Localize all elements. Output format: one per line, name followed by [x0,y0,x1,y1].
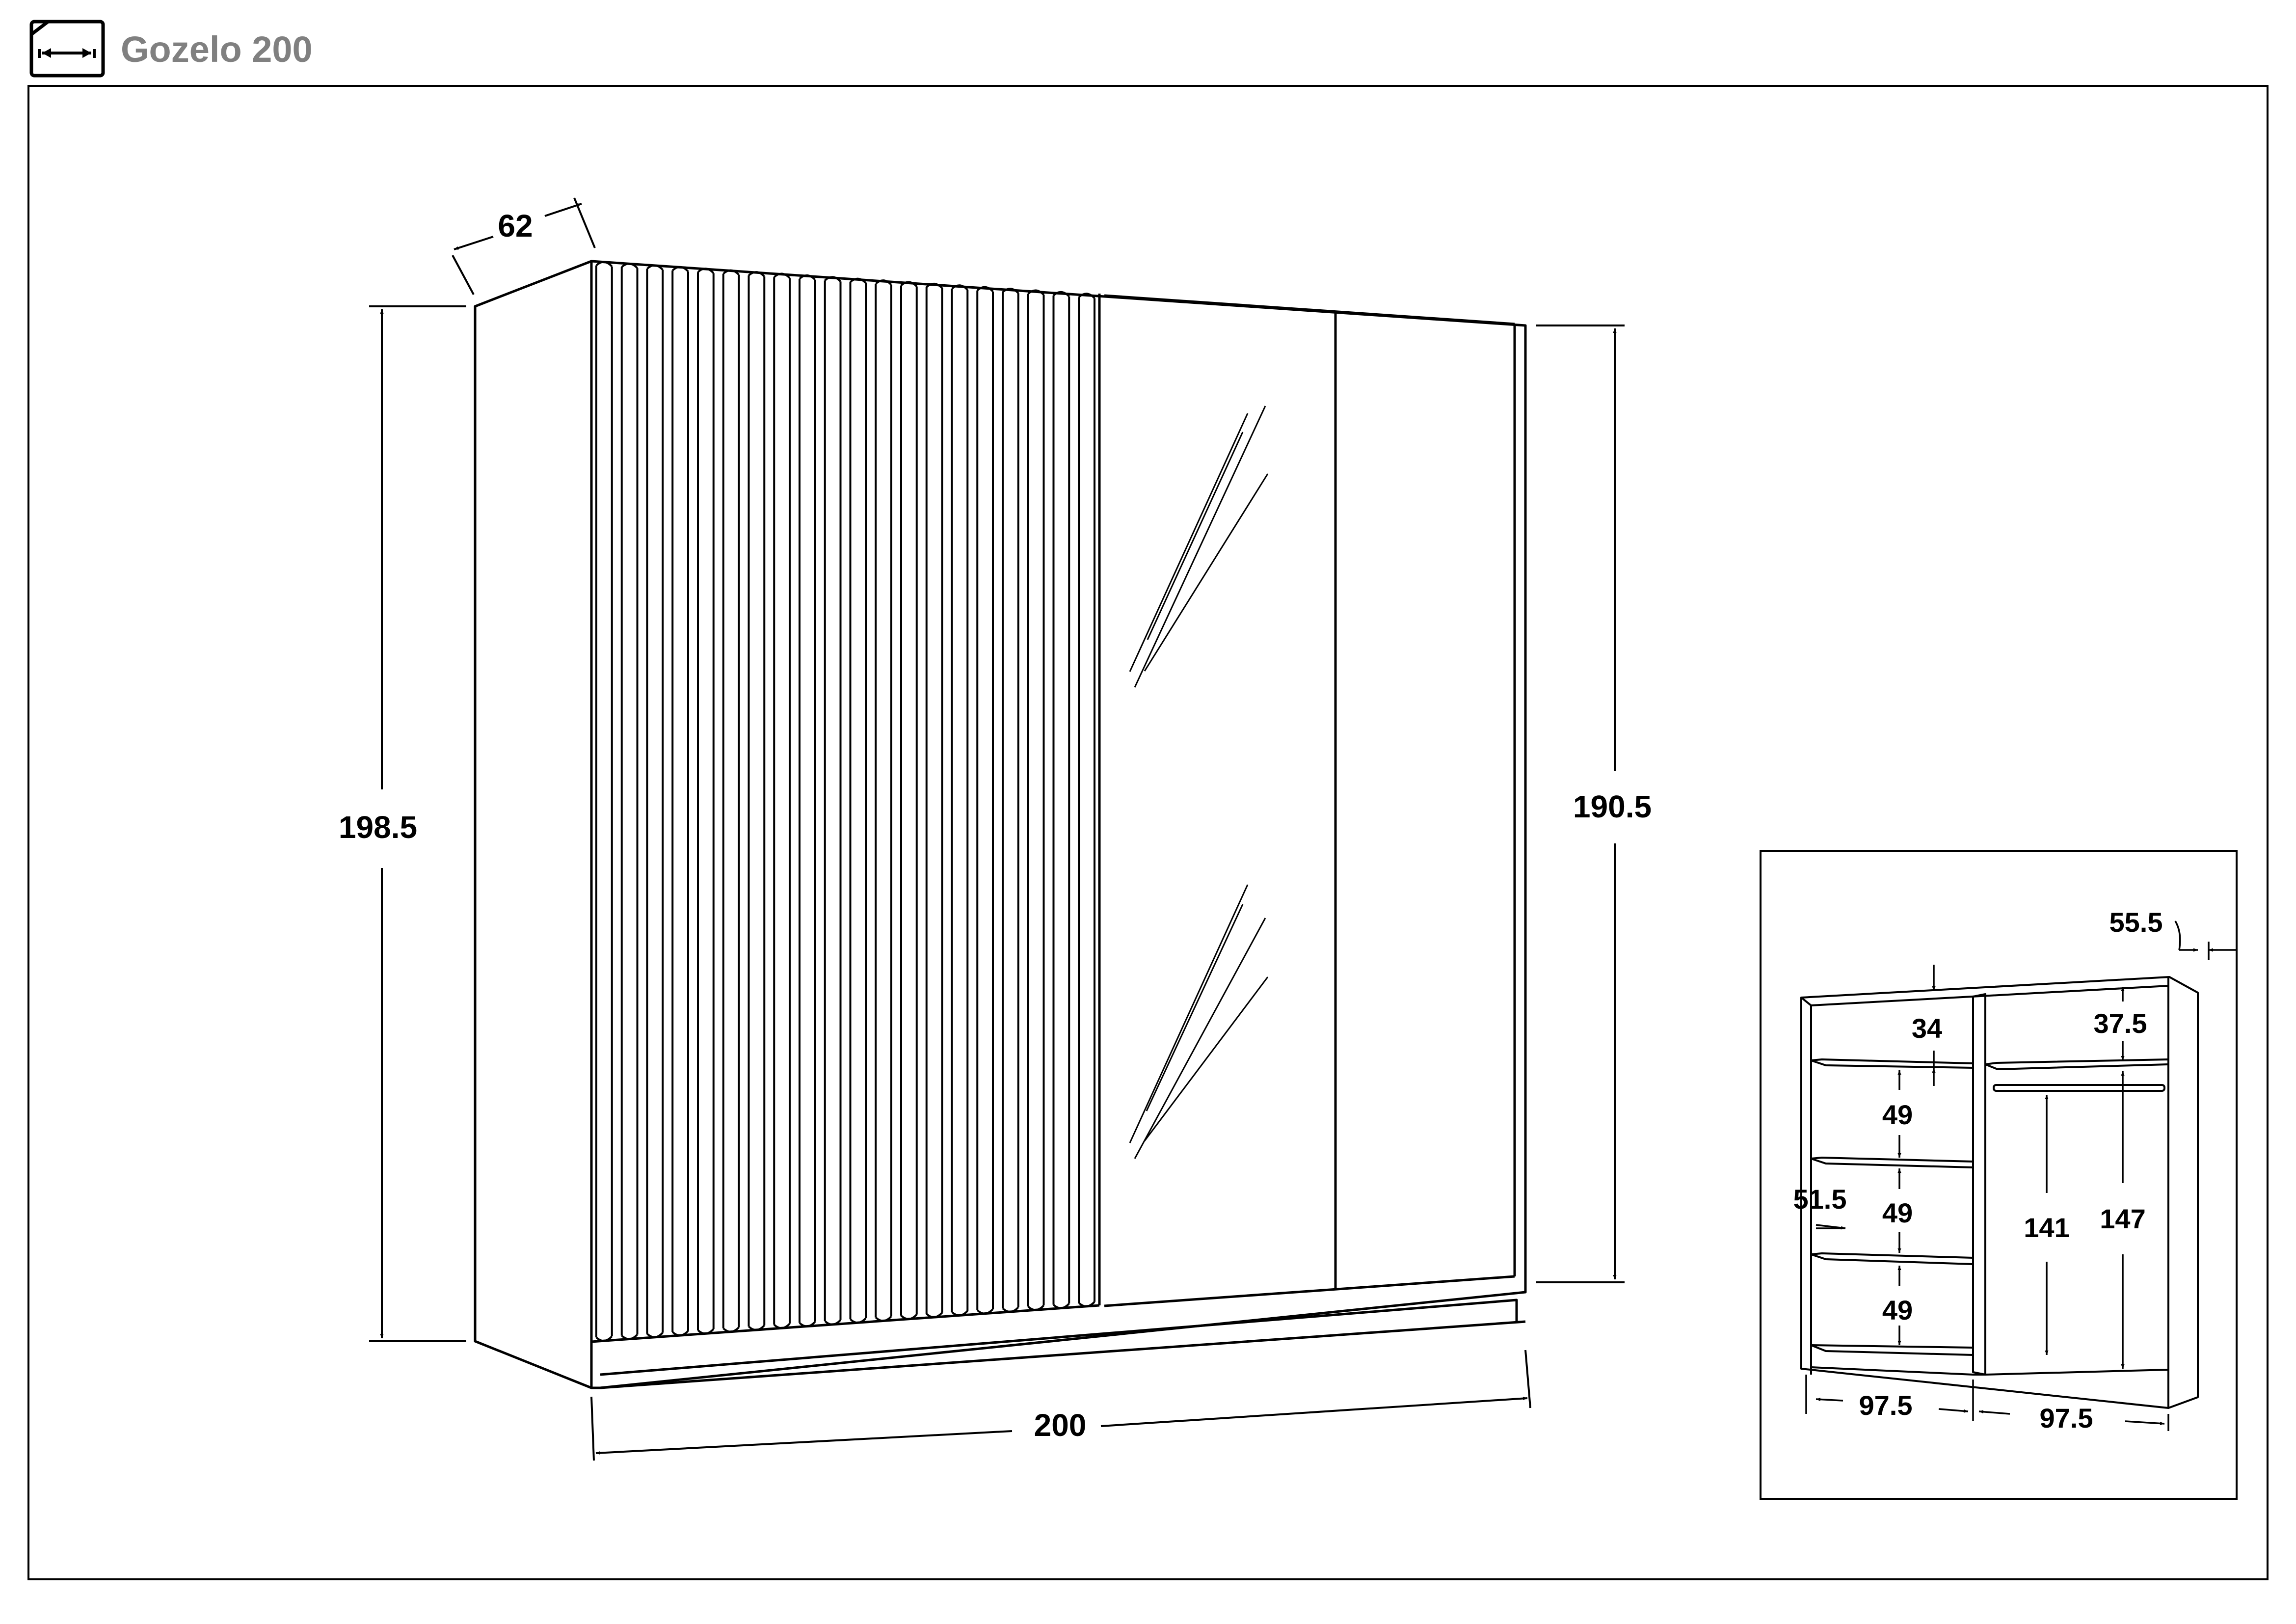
hanging-inner-label: 141 [2024,1212,2069,1243]
header: Gozelo 200 [29,20,313,78]
flute-cap [722,269,740,276]
left-top-shelf-label: 34 [1912,1013,1942,1044]
flute-cap [951,284,968,291]
flute-cap [850,277,867,284]
main-frame [27,85,2269,1580]
fluted-door [595,261,1095,1342]
flute-cap [900,281,918,287]
flute-cap [595,261,613,268]
dimension-arrows-icon [29,20,105,78]
wardrobe-side-panel [474,260,593,1389]
fluted-door-bottom-edge [591,1304,1100,1343]
flute-cap [1053,291,1070,298]
flute-cap [621,263,638,269]
main-dimensions [369,197,1625,1461]
sliding-doors-top [1104,294,1515,325]
flute-cap [1078,293,1095,299]
wardrobe-interior-view [1800,976,2199,1409]
flute-cap [748,271,765,277]
hanging-total-label: 147 [2100,1203,2145,1234]
door-height-label: 190.5 [1573,789,1652,824]
left-shelf-1-label: 49 [1882,1099,1913,1130]
flute-cap [1027,289,1044,296]
page-title: Gozelo 200 [121,29,313,70]
sliding-doors-bottom [1104,1275,1515,1307]
left-width-label: 97.5 [1859,1390,1913,1421]
wardrobe-main-view [474,260,1527,1389]
flute-cap [926,282,943,289]
flute-cap [976,286,994,293]
wardrobe-base-front [600,1320,1526,1389]
width-label: 200 [1034,1407,1087,1443]
flute-cap [697,268,715,274]
left-shelf-2-label: 49 [1882,1197,1913,1228]
mirror-reflection-icon [1129,406,1269,1159]
right-width-label: 97.5 [2040,1403,2093,1434]
wardrobe-front [590,260,1527,1389]
flute-cap [646,264,664,271]
flute-cap [799,274,816,281]
left-shelf-3-label: 49 [1882,1295,1913,1326]
flute-cap [1002,288,1019,294]
depth-label: 62 [498,208,533,244]
inset-frame [1760,850,2238,1500]
inset-dimensions [1805,920,2236,1431]
total-height-label: 198.5 [339,810,417,845]
flute-cap [773,272,791,279]
flute-cap [824,276,841,282]
right-top-shelf-label: 37.5 [2094,1008,2147,1039]
inset-dimension-labels: 55.5 34 37.5 49 49 49 51.5 141 147 97.5 … [1793,907,2163,1434]
flute-cap [671,266,689,272]
wardrobe-plinth [600,1299,1518,1376]
shelf-depth-label: 51.5 [1793,1184,1847,1215]
flute-cap [875,279,892,286]
main-dimension-labels: 62 198.5 190.5 200 [339,208,1652,1443]
top-depth-label: 55.5 [2109,907,2163,938]
